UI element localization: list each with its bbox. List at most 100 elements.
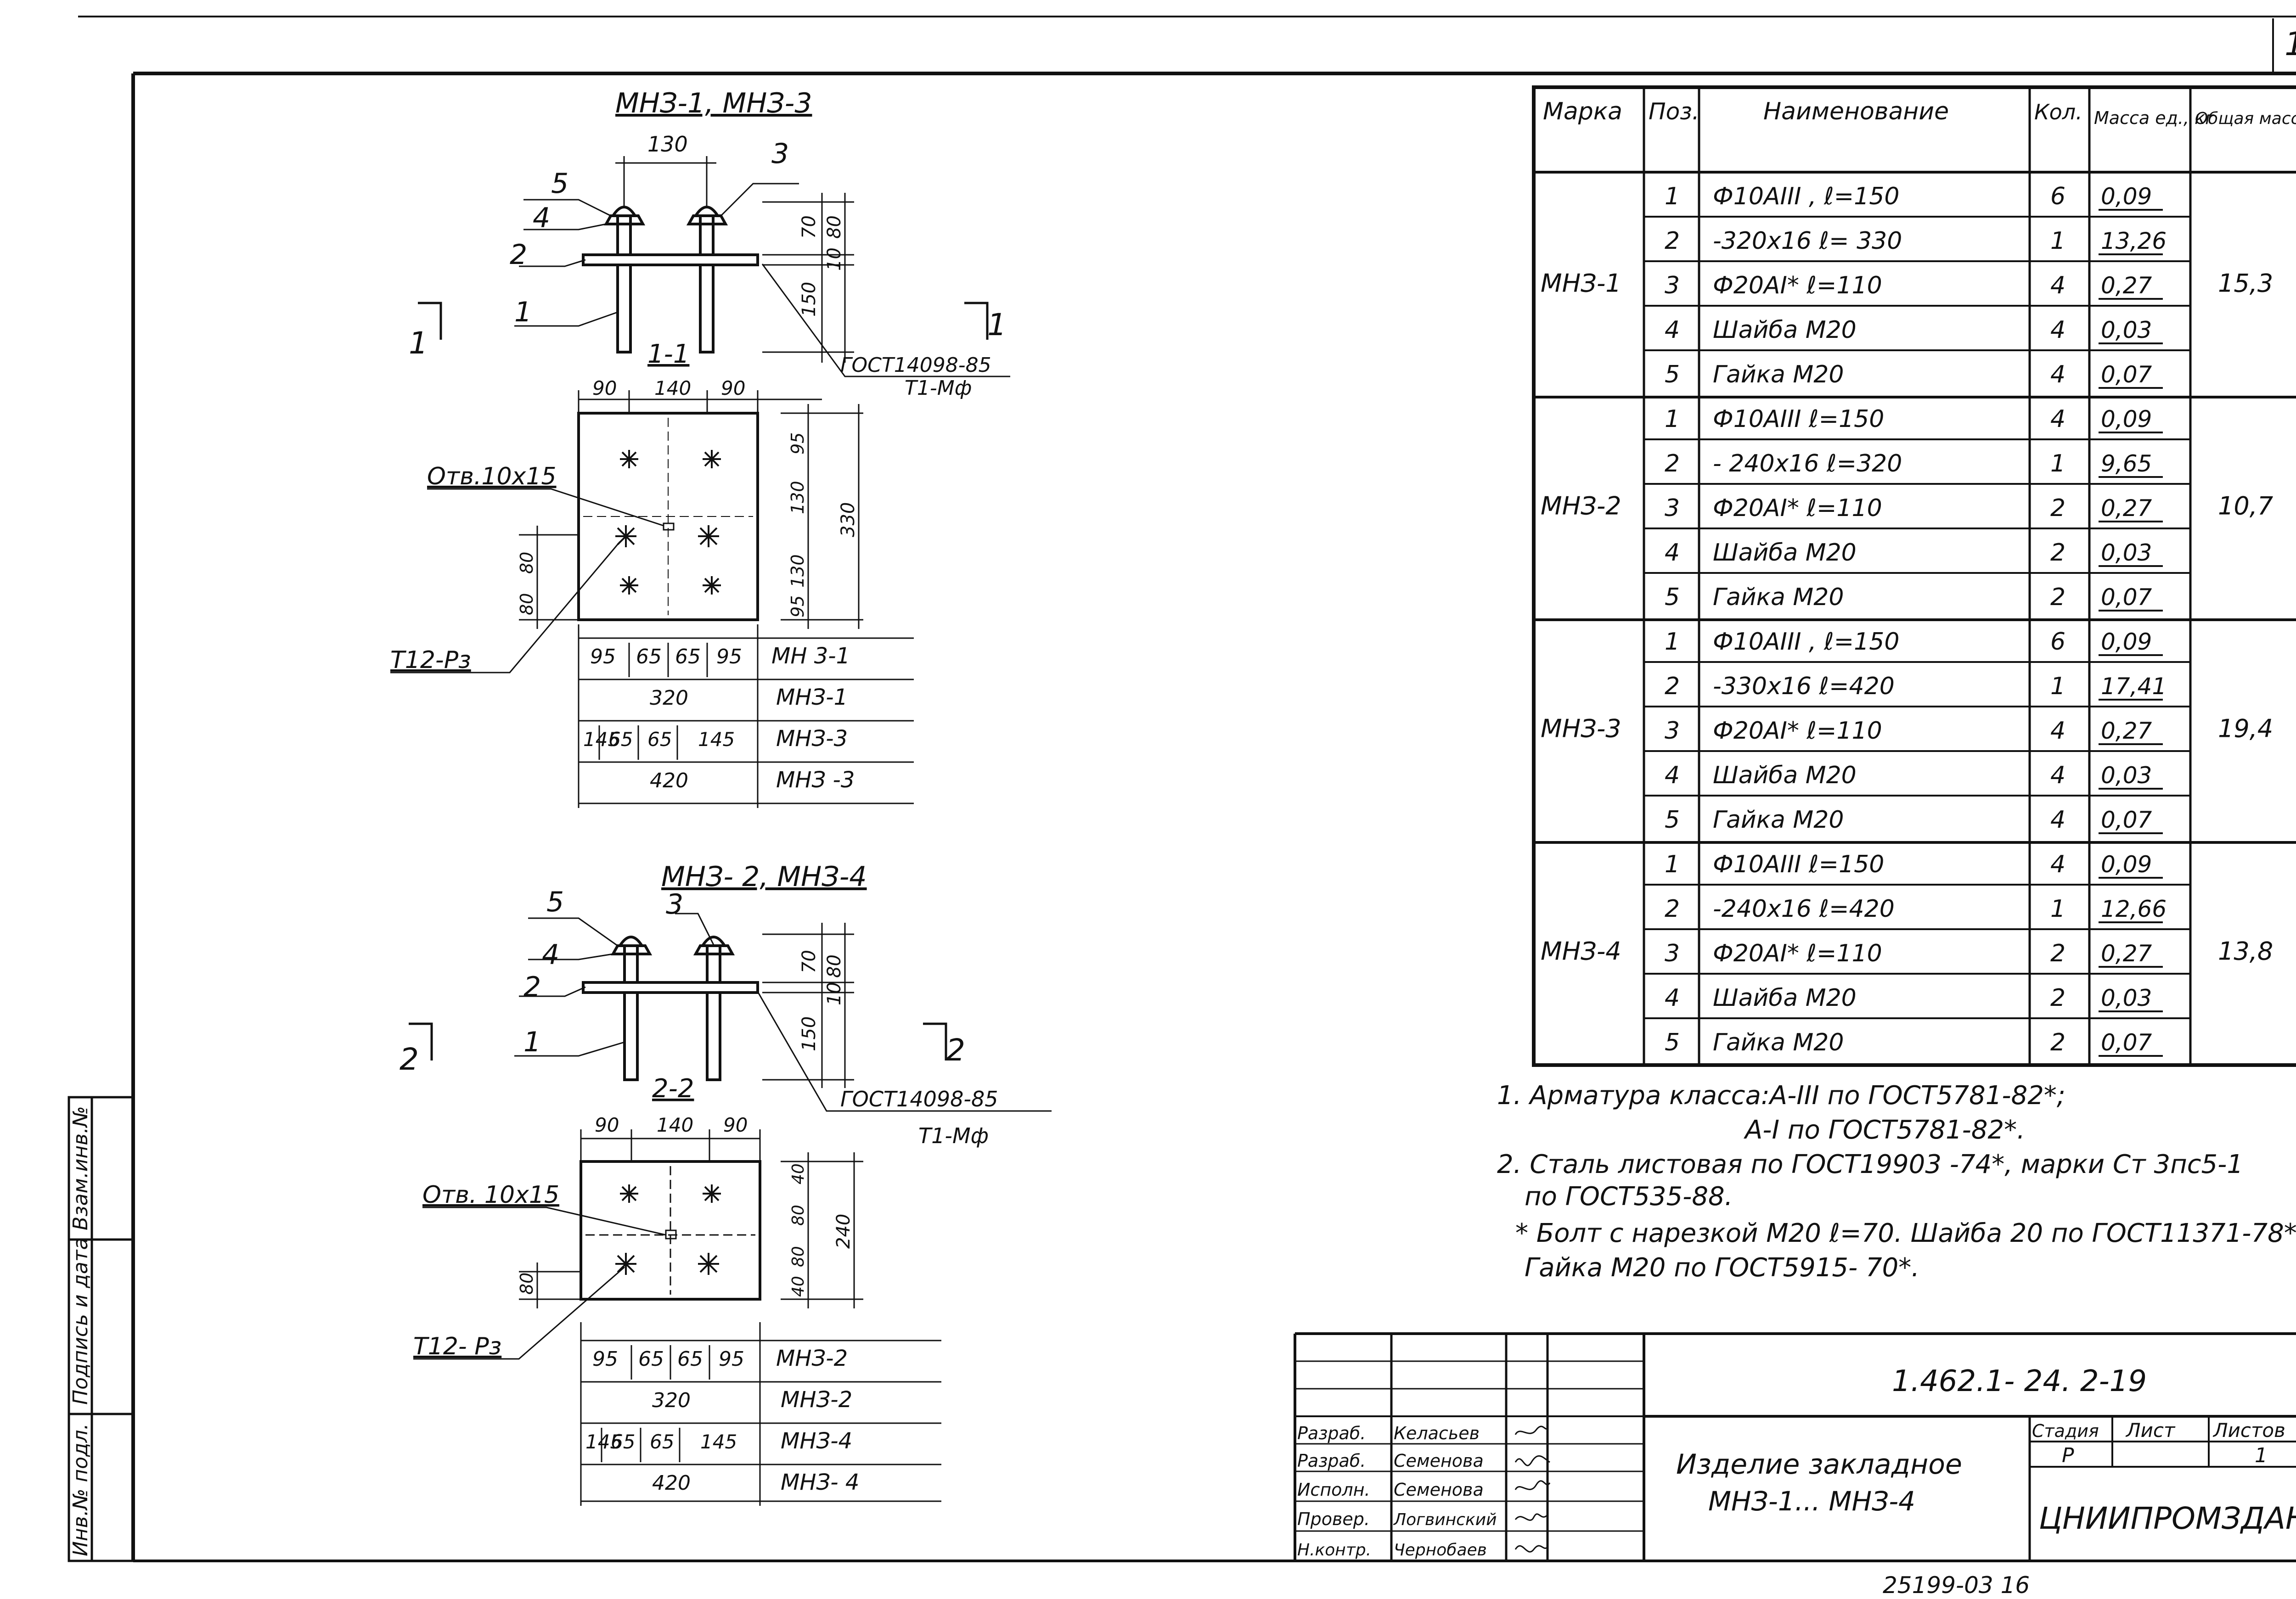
spec-cell-name: -240х16 ℓ=420: [1713, 895, 1895, 923]
spec-cell-name: Шайба М20: [1713, 762, 1857, 789]
view1-plate-dim-r5: 330: [838, 502, 859, 537]
view2-row1-d3: 65: [677, 1347, 703, 1371]
spec-cell-name: Ф20АI* ℓ=110: [1713, 717, 1882, 745]
view2-plate-dim-140: 140: [657, 1114, 693, 1136]
view1-row1-d1: 95: [590, 645, 616, 668]
spec-cell-qty: 4: [2050, 717, 2065, 745]
view1-row1-d3: 65: [675, 645, 701, 668]
view1-weld: Т1-Мф: [905, 376, 972, 400]
view1-weld2-label: Т12-Рз: [390, 646, 471, 674]
side-stamp-inv: Инв.№ подл.: [69, 1423, 92, 1556]
view2-dim-10: 10: [824, 982, 845, 1005]
spec-cell-mass: 0,09: [2101, 406, 2152, 432]
spec-group-mark: МНЗ-4: [1541, 937, 1621, 966]
spec-header-mark: Марка: [1543, 98, 1622, 125]
spec-cell-pos: 2: [1665, 450, 1680, 477]
spec-cell-name: Гайка М20: [1713, 806, 1844, 834]
spec-cell-pos: 1: [1665, 405, 1680, 433]
view1-pos-4: 4: [533, 202, 550, 234]
view2-row3-d2: 65: [611, 1431, 635, 1453]
view1-pos-3: 3: [771, 138, 789, 170]
view2-hole-label: Отв. 10х15: [422, 1181, 559, 1209]
spec-cell-qty: 4: [2050, 851, 2065, 878]
spec-cell-qty: 4: [2050, 762, 2065, 789]
view1-anchor-marks: [615, 450, 721, 595]
spec-header-pos: Поз.: [1649, 98, 1699, 125]
view1-plate-dim-l1: 80: [517, 552, 537, 574]
spec-cell-name: - 240х16 ℓ=320: [1713, 450, 1902, 477]
view2-row3-mark: МНЗ-4: [781, 1428, 852, 1454]
view2-dim-rows: 95 65 65 95 МНЗ-2 320 МНЗ-2 145 65 65 14…: [585, 1346, 859, 1495]
view2-pos-2: 2: [523, 971, 541, 1003]
view1-plate-dim-90a: 90: [592, 377, 617, 399]
view2-plate-dim-r3: 80: [789, 1246, 808, 1267]
note-line-4: по ГОСТ535-88.: [1525, 1182, 1733, 1212]
view1-plate-dim-r4: 95: [788, 595, 808, 617]
note-line-2: А-I по ГОСТ5781-82*.: [1744, 1115, 2025, 1145]
view1-section-title: 1-1: [647, 339, 689, 369]
spec-cell-pos: 4: [1665, 539, 1680, 567]
spec-group-total: 15,3: [2218, 269, 2273, 298]
view2-weld2-label: Т12- Рз: [413, 1333, 501, 1360]
spec-cell-mass: 0,09: [2101, 183, 2152, 210]
spec-cell-name: Гайка М20: [1713, 583, 1844, 611]
tb-name-4: Логвинский: [1393, 1510, 1497, 1529]
view1-plate-plan: [577, 412, 759, 621]
view2-title: МНЗ- 2, МНЗ-4: [661, 861, 867, 893]
spec-group-total: 10,7: [2218, 492, 2273, 521]
note-line-6: Гайка М20 по ГОСТ5915- 70*.: [1525, 1253, 1919, 1283]
spec-cell-mass: 0,09: [2101, 628, 2152, 655]
spec-cell-mass: 0,27: [2101, 718, 2152, 744]
view1-row4-mark: МНЗ -3: [776, 767, 855, 793]
view2-section-mark-left: 2: [400, 1042, 419, 1077]
side-stamp: [68, 1096, 135, 1562]
view1-row2-mark: МНЗ-1: [776, 684, 848, 710]
tb-sheets-header: Листов: [2212, 1419, 2285, 1442]
spec-cell-qty: 2: [2050, 1029, 2065, 1056]
spec-cell-name: Шайба М20: [1713, 539, 1857, 567]
view1-dim-10: 10: [824, 247, 845, 271]
tb-stage-value: Р: [2062, 1444, 2074, 1467]
spec-cell-mass: 0,07: [2101, 361, 2152, 388]
side-stamp-replace: Взам.инв.№: [69, 1106, 92, 1230]
spec-cell-mass: 0,03: [2101, 317, 2152, 343]
view1-dim-80: 80: [824, 215, 845, 239]
spec-cell-pos: 2: [1665, 227, 1680, 255]
title-block-grid: [1294, 1332, 2296, 1561]
spec-cell-qty: 2: [2050, 539, 2065, 567]
spec-cell-name: Ф10АIII ℓ=150: [1713, 851, 1884, 878]
spec-header-name: Наименование: [1763, 98, 1949, 125]
spec-cell-name: Ф20АI* ℓ=110: [1713, 272, 1882, 299]
view2-row3-d4: 145: [700, 1431, 737, 1453]
view1-row3-d4: 145: [698, 728, 735, 751]
tb-sheet-header: Лист: [2125, 1419, 2176, 1442]
view2-elevation: [409, 913, 1052, 1112]
title-block-people: Разраб. Келасьев Разраб. Семенова Исполн…: [1297, 1423, 1497, 1560]
view2-plate-dim-90b: 90: [723, 1114, 748, 1136]
view1-elevation: [418, 156, 1010, 377]
spec-cell-pos: 1: [1665, 628, 1680, 656]
view1-plate-dim-r2: 130: [788, 481, 808, 514]
spec-cell-pos: 1: [1665, 851, 1680, 878]
spec-cell-qty: 2: [2050, 494, 2065, 522]
spec-cell-mass: 0,27: [2101, 272, 2152, 299]
view2-pos-4: 4: [542, 939, 559, 971]
view1-plate-dim-140: 140: [654, 377, 691, 399]
tb-role-2: Разраб.: [1297, 1451, 1366, 1471]
spec-cell-qty: 6: [2050, 628, 2065, 656]
view1-dim-70: 70: [799, 215, 820, 239]
tb-sheets-value: 1: [2255, 1444, 2268, 1467]
view1-row3-d1: 145: [583, 728, 620, 751]
spec-cell-pos: 3: [1665, 272, 1680, 299]
view2-plan: [413, 1129, 941, 1506]
spec-cell-pos: 3: [1665, 717, 1680, 745]
spec-cell-qty: 4: [2050, 361, 2065, 388]
view2-row2-d1: 320: [652, 1389, 691, 1412]
view1-row2-d1: 320: [650, 686, 688, 710]
spec-cell-qty: 1: [2050, 450, 2065, 477]
spec-cell-qty: 1: [2050, 227, 2065, 255]
spec-cell-pos: 1: [1665, 183, 1680, 210]
view2-plate-dim-90a: 90: [595, 1114, 619, 1136]
